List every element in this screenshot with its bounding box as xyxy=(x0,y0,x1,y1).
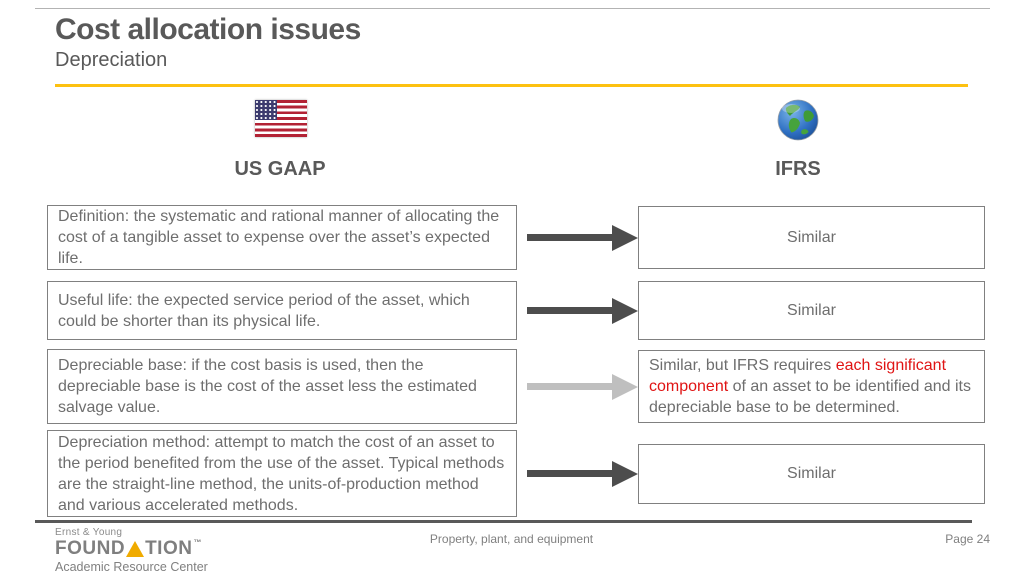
page-number: Page 24 xyxy=(945,532,990,546)
gaap-text-depreciation-method: Depreciation method: attempt to match th… xyxy=(58,433,505,514)
arrow-shaft xyxy=(527,383,612,390)
arrow-depreciable-base xyxy=(517,373,638,400)
comparison-row-depreciation-method: Depreciation method: attempt to match th… xyxy=(47,430,985,517)
brand-foundation-text: FOUND TION ™ xyxy=(55,538,208,559)
ifrs-box-depreciation-method: Similar xyxy=(638,443,985,504)
ifrs-text-useful-life: Similar xyxy=(787,302,836,319)
gaap-text-definition: Definition: the systematic and rational … xyxy=(58,208,500,267)
ifrs-text-pre: Similar, but IFRS requires xyxy=(649,357,836,374)
ifrs-text-depreciation-method: Similar xyxy=(787,465,836,482)
ernst-young-foundation-logo: Ernst & Young FOUND TION ™ Academic Reso… xyxy=(55,528,208,574)
gaap-text-depreciable-base: Depreciable base: if the cost basis is u… xyxy=(58,357,477,416)
gaap-text-useful-life: Useful life: the expected service period… xyxy=(58,291,470,330)
arrow-head-icon xyxy=(612,373,638,400)
gaap-box-depreciable-base: Depreciable base: if the cost basis is u… xyxy=(47,349,517,424)
page-subtitle: Depreciation xyxy=(55,49,168,71)
comparison-row-definition: Definition: the systematic and rational … xyxy=(47,205,985,270)
brand-ernst-young-text: Ernst & Young xyxy=(55,527,123,538)
us-flag-icon xyxy=(255,100,307,137)
ifrs-text-highlight: each significant component xyxy=(649,357,947,395)
brand-tion-text: TION xyxy=(145,538,193,559)
accent-underline xyxy=(55,84,968,87)
ifrs-text-depreciable-base: Similar, but IFRS requires each signific… xyxy=(649,355,974,418)
ifrs-box-useful-life: Similar xyxy=(638,281,985,340)
column-header-us-gaap: US GAAP xyxy=(234,158,326,180)
page-title: Cost allocation issues xyxy=(55,13,361,46)
comparison-row-depreciable-base: Depreciable base: if the cost basis is u… xyxy=(47,349,985,424)
arrow-head-icon xyxy=(612,224,638,251)
trademark-symbol: ™ xyxy=(193,538,202,547)
brand-triangle-icon xyxy=(126,541,145,557)
gaap-box-definition: Definition: the systematic and rational … xyxy=(47,205,517,270)
gaap-box-depreciation-method: Depreciation method: attempt to match th… xyxy=(47,430,517,517)
arrow-head-icon xyxy=(612,297,638,324)
arrow-shaft xyxy=(527,307,612,314)
footer-divider-line xyxy=(35,520,972,523)
arrow-useful-life xyxy=(517,297,638,324)
ifrs-box-depreciable-base: Similar, but IFRS requires each signific… xyxy=(638,350,985,423)
gaap-box-useful-life: Useful life: the expected service period… xyxy=(47,281,517,340)
globe-icon xyxy=(777,99,819,141)
arrow-definition xyxy=(517,224,638,251)
column-header-ifrs: IFRS xyxy=(775,158,821,180)
us-flag-canton xyxy=(255,100,277,120)
footer-section-title: Property, plant, and equipment xyxy=(429,532,594,546)
ifrs-text-definition: Similar xyxy=(787,229,836,246)
ifrs-box-definition: Similar xyxy=(638,206,985,269)
arrow-shaft xyxy=(527,470,612,477)
top-divider-line xyxy=(35,8,990,9)
brand-academic-resource-center-text: Academic Resource Center xyxy=(55,560,208,574)
arrow-head-icon xyxy=(612,460,638,487)
brand-found-text: FOUND xyxy=(55,538,126,559)
arrow-depreciation-method xyxy=(517,460,638,487)
ifrs-text-post: of an asset to be identified and its dep… xyxy=(649,378,971,416)
arrow-shaft xyxy=(527,234,612,241)
comparison-row-useful-life: Useful life: the expected service period… xyxy=(47,281,985,340)
